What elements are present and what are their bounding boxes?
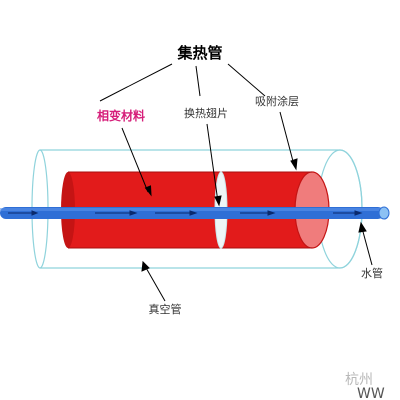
label-fin: 换热翅片 [184, 106, 228, 120]
leader-arrows [121, 111, 373, 302]
label-phase-change: 相变材料 [97, 108, 145, 123]
label-water-pipe: 水管 [361, 266, 383, 280]
diagram-title: 集热管 [176, 44, 222, 62]
watermark-left: 杭州 [345, 372, 373, 388]
label-vacuum-tube: 真空管 [149, 302, 182, 316]
watermark-right: WW [357, 386, 385, 400]
label-coating: 吸附涂层 [255, 94, 299, 108]
flow-arrows [8, 210, 363, 216]
title-pointers [99, 63, 266, 102]
